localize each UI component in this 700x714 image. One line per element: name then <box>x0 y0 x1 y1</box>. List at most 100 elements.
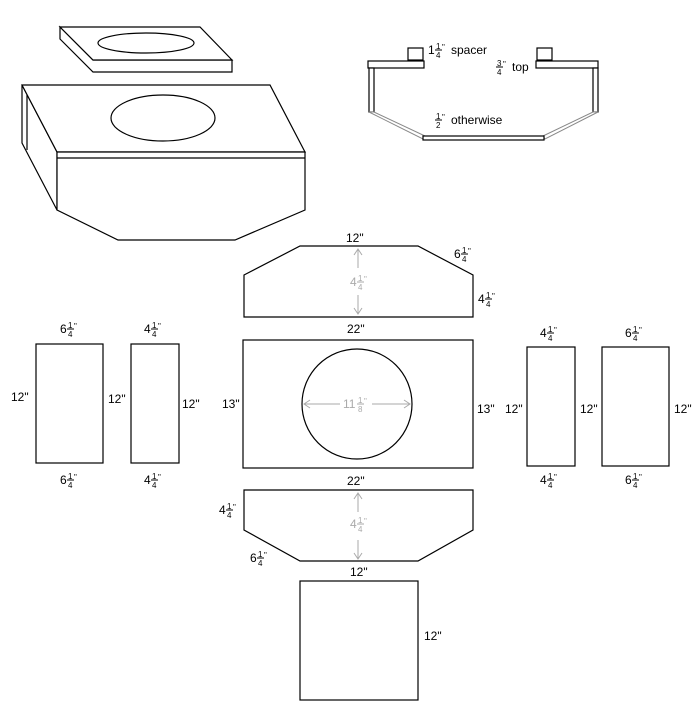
whole-number: 6 <box>60 322 67 336</box>
fraction-denominator: 4 <box>68 330 73 339</box>
whole-number: 4 <box>350 517 357 531</box>
fraction-numerator: 1 <box>152 472 157 481</box>
bottom-panel <box>299 580 419 701</box>
whole-number: 11 <box>343 397 356 411</box>
inch-mark: " <box>364 397 367 406</box>
label-bottom-height: 12" <box>424 629 442 643</box>
label-r1-left: 12" <box>505 402 523 416</box>
inch-mark: " <box>74 473 77 482</box>
inch-mark: " <box>468 247 471 256</box>
whole-number: 6 <box>454 247 461 261</box>
whole-number: 6 <box>60 473 67 487</box>
dimension-arrows <box>303 248 411 560</box>
front-panel <box>243 489 474 562</box>
fraction-denominator: 8 <box>358 405 363 414</box>
left-side-panel-large <box>35 343 104 464</box>
whole-number: 6 <box>625 326 632 340</box>
fraction-numerator: 1 <box>548 472 553 481</box>
fraction-numerator: 1 <box>633 472 638 481</box>
whole-number: 4 <box>144 473 151 487</box>
label-suffix: top <box>512 60 529 74</box>
inch-mark: " <box>74 322 77 331</box>
fraction-numerator: 1 <box>258 550 263 559</box>
label-suffix: otherwise <box>451 113 503 127</box>
inch-mark: " <box>554 326 557 335</box>
dimension-text: 12" <box>350 565 368 579</box>
dimension-text: 12" <box>108 392 126 406</box>
label-top-panel-left: 13" <box>222 397 240 411</box>
whole-number: 6 <box>250 551 257 565</box>
inch-mark: " <box>639 326 642 335</box>
dimension-text: 13" <box>477 402 495 416</box>
inch-mark: " <box>442 113 445 122</box>
whole-number: 6 <box>625 473 632 487</box>
label-l2-right: 12" <box>182 397 200 411</box>
inch-mark: " <box>158 473 161 482</box>
dimension-text: 12" <box>580 402 598 416</box>
fraction-denominator: 4 <box>68 481 73 490</box>
fraction-denominator: 4 <box>152 481 157 490</box>
fraction-denominator: 4 <box>436 51 441 60</box>
left-side-panel-small <box>130 343 180 464</box>
inch-mark: " <box>233 503 236 512</box>
fraction-denominator: 2 <box>436 121 441 130</box>
fraction-numerator: 1 <box>486 291 491 300</box>
cross-section <box>367 47 599 141</box>
fraction-denominator: 4 <box>227 511 232 520</box>
inch-mark: " <box>364 275 367 284</box>
inch-mark: " <box>442 43 445 52</box>
fraction-numerator: 1 <box>358 516 363 525</box>
inch-mark: " <box>492 292 495 301</box>
fraction-denominator: 4 <box>152 330 157 339</box>
right-side-panel-small <box>526 346 576 467</box>
label-top-panel-right: 13" <box>477 402 495 416</box>
inch-mark: " <box>639 473 642 482</box>
dimension-text: 22" <box>347 474 365 488</box>
dimension-text: 12" <box>505 402 523 416</box>
label-top-panel-width-bottom: 22" <box>347 474 365 488</box>
fraction-numerator: 1 <box>462 246 467 255</box>
label-r1-right: 12" <box>580 402 598 416</box>
dimension-text: 12" <box>424 629 442 643</box>
inch-mark: " <box>503 60 506 69</box>
inch-mark: " <box>158 322 161 331</box>
label-top-thickness: 34"top <box>496 59 529 77</box>
fraction-numerator: 1 <box>358 396 363 405</box>
whole-number: 4 <box>350 275 357 289</box>
whole-number: 4 <box>540 473 547 487</box>
whole-number: 4 <box>540 326 547 340</box>
lid-3d <box>58 25 234 73</box>
label-r2-right: 12" <box>674 402 692 416</box>
box-3d <box>21 84 306 241</box>
dimension-text: 12" <box>346 231 364 245</box>
fraction-denominator: 4 <box>633 334 638 343</box>
fraction-denominator: 4 <box>486 300 491 309</box>
dimension-text: 12" <box>674 402 692 416</box>
inch-mark: " <box>264 551 267 560</box>
fraction-numerator: 1 <box>633 325 638 334</box>
whole-number: 4 <box>478 292 485 306</box>
fraction-numerator: 1 <box>68 472 73 481</box>
right-side-panel-large <box>601 346 670 467</box>
fraction-denominator: 4 <box>358 525 363 534</box>
label-otherwise: 12"otherwise <box>435 112 503 130</box>
whole-number: 4 <box>219 503 226 517</box>
fraction-numerator: 1 <box>436 42 441 51</box>
label-l2-left: 12" <box>108 392 126 406</box>
label-l1-left: 12" <box>11 390 29 404</box>
dimension-text: 13" <box>222 397 240 411</box>
